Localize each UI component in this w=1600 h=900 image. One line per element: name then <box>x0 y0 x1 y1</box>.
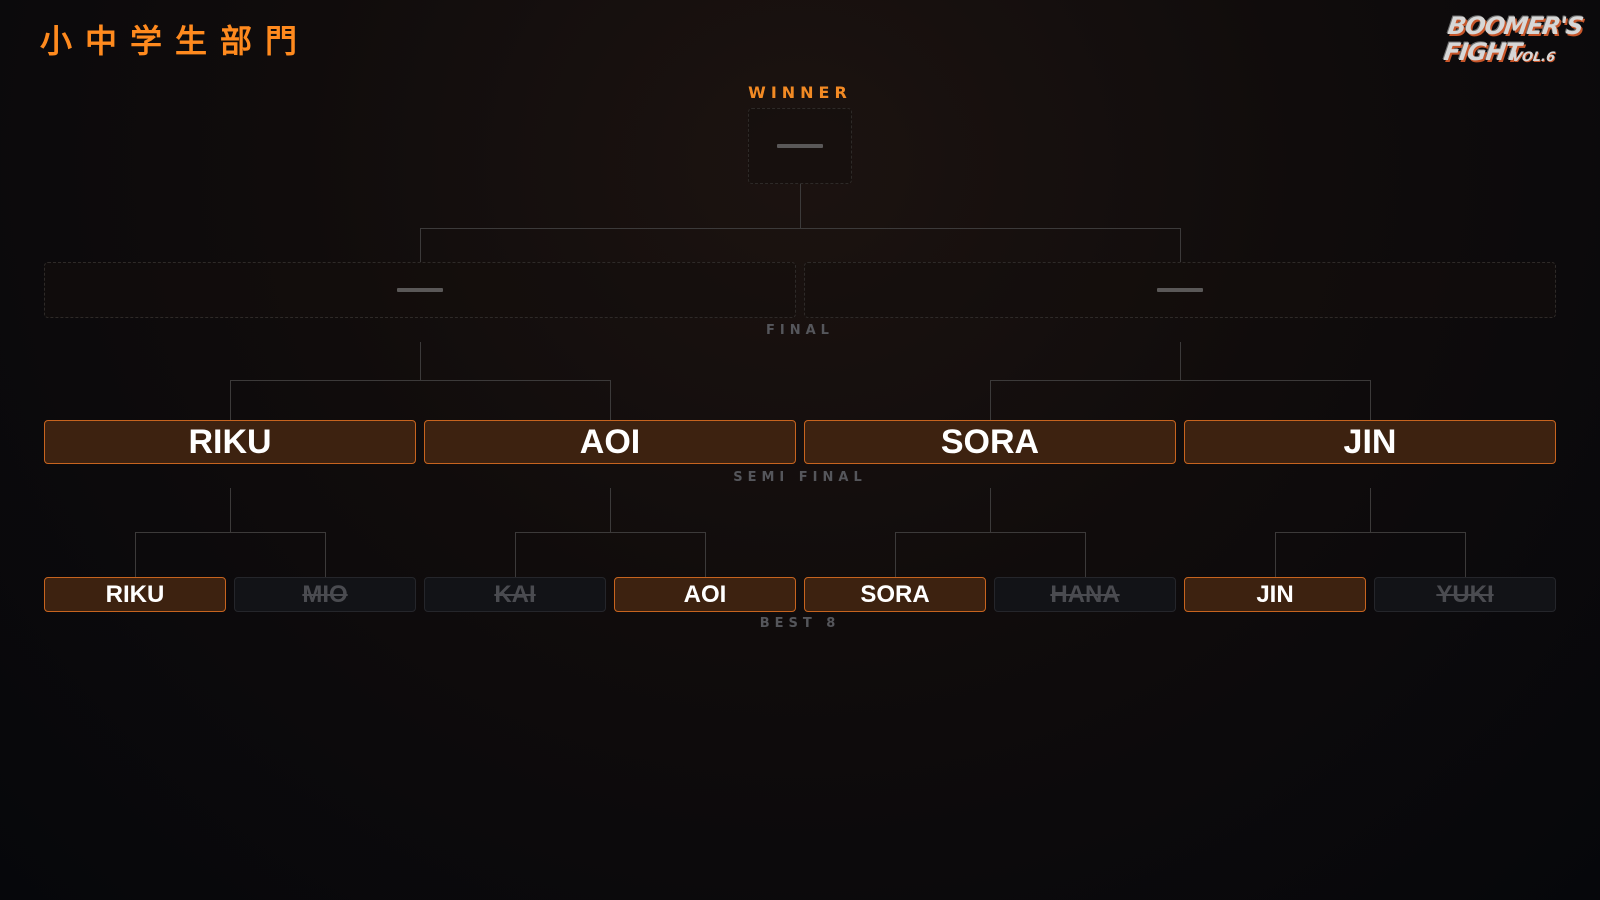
connector <box>515 532 516 577</box>
connector <box>135 532 325 533</box>
player-name: RIKU <box>188 422 272 461</box>
connector <box>990 380 991 420</box>
pending-dash <box>1157 288 1203 292</box>
best8-slot-jin: JIN <box>1184 577 1366 612</box>
connector <box>1180 342 1181 380</box>
connector <box>420 228 421 262</box>
final-slot-1 <box>44 262 796 318</box>
pending-dash <box>397 288 443 292</box>
best8-slot-aoi: AOI <box>614 577 796 612</box>
player-name-eliminated: KAI <box>494 580 536 608</box>
connector <box>610 488 611 532</box>
player-name: SORA <box>940 422 1040 461</box>
player-name: JIN <box>1343 422 1397 461</box>
connector <box>515 532 705 533</box>
division-title: 小中学生部門 <box>40 22 311 60</box>
player-name: SORA <box>860 580 930 608</box>
semi-final-slot-jin: JIN <box>1184 420 1556 464</box>
semi-final-label: SEMI FINAL <box>733 470 867 485</box>
player-name: RIKU <box>105 580 165 608</box>
best8-slot-hana: HANA <box>994 577 1176 612</box>
connector <box>135 532 136 577</box>
best8-slot-sora: SORA <box>804 577 986 612</box>
player-name-eliminated: YUKI <box>1436 580 1494 608</box>
connector <box>990 380 1370 381</box>
connector <box>420 228 1180 229</box>
connector <box>1085 532 1086 577</box>
player-name-eliminated: MIO <box>302 580 348 608</box>
connector <box>1370 488 1371 532</box>
player-name: AOI <box>579 422 641 461</box>
connector <box>1275 532 1276 577</box>
final-slot-2 <box>804 262 1556 318</box>
player-name: JIN <box>1256 580 1294 608</box>
best8-slot-kai: KAI <box>424 577 606 612</box>
logo-vol: VOL.6 <box>1510 50 1557 65</box>
pending-dash <box>777 144 823 148</box>
connector <box>895 532 1085 533</box>
best8-slot-yuki: YUKI <box>1374 577 1556 612</box>
connector <box>1370 380 1371 420</box>
semi-final-slot-riku: RIKU <box>44 420 416 464</box>
connector <box>1465 532 1466 577</box>
connector <box>990 488 991 532</box>
connector <box>230 380 610 381</box>
logo-line1: BOOMER'S <box>1446 12 1585 40</box>
player-name: AOI <box>683 580 727 608</box>
semi-final-slot-sora: SORA <box>804 420 1176 464</box>
best8-label: BEST 8 <box>759 616 841 631</box>
connector <box>610 380 611 420</box>
winner-label: WINNER <box>748 83 852 102</box>
connector <box>800 184 801 228</box>
connector <box>1180 228 1181 262</box>
player-name-eliminated: HANA <box>1050 580 1120 608</box>
connector <box>895 532 896 577</box>
event-logo: BOOMER'S FIGHT VOL.6 <box>1440 12 1584 72</box>
best8-slot-mio: MIO <box>234 577 416 612</box>
connector <box>1275 532 1465 533</box>
connector <box>230 380 231 420</box>
connector <box>705 532 706 577</box>
connector <box>420 342 421 380</box>
final-label: FINAL <box>766 323 834 338</box>
semi-final-slot-aoi: AOI <box>424 420 796 464</box>
best8-slot-riku: RIKU <box>44 577 226 612</box>
connector <box>325 532 326 577</box>
connector <box>230 488 231 532</box>
winner-slot <box>748 108 852 184</box>
